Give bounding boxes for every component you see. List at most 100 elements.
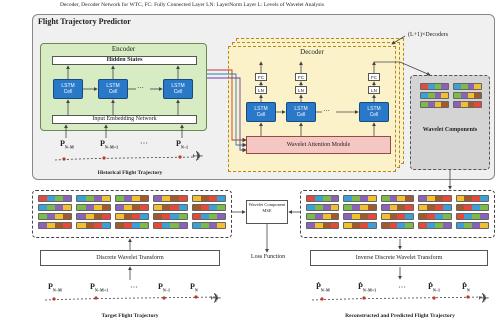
idwt-label: Inverse Discrete Wavelet Transform: [355, 255, 443, 261]
wavelet-component-strip: [420, 92, 449, 99]
wavelet-component-strip: [38, 213, 73, 220]
wavelet-component-strip: [191, 213, 226, 220]
encoder-title: Encoder: [111, 45, 136, 53]
wavelet-component-strip: [153, 204, 188, 211]
airplane-icon: ✈: [210, 291, 222, 307]
wavelet-component-strip: [306, 204, 340, 211]
decoder-title: Decoder: [300, 48, 324, 56]
wavelet-component-strip: [114, 204, 150, 211]
wavelet-component-strip: [418, 222, 452, 229]
wavelet-component-strip: [453, 83, 482, 90]
airplane-icon: ✈: [478, 291, 490, 307]
pred-point-1: P̂N−M: [316, 282, 330, 293]
pred-point-dots: ···: [398, 283, 406, 292]
wavelet-component-strip: [306, 213, 340, 220]
wavelet-component-strip: [455, 204, 489, 211]
decoder-ln-3: LN: [368, 86, 380, 94]
pred-wavelet-grid: [306, 194, 489, 230]
target-point-1: PN−M: [48, 282, 62, 293]
wavelet-component-strip: [76, 213, 111, 220]
wavelet-mse-label: Wavelet Component MSE: [248, 202, 286, 213]
wavelet-component-strip: [114, 195, 150, 202]
legend-text: Decoder, Decoder Network for WTC, FC: Fu…: [60, 2, 324, 8]
wavelet-component-strip: [380, 195, 415, 202]
encoder-input-3: PN−1: [176, 139, 189, 150]
historical-caption: Historical Flight Trajectory: [97, 170, 163, 176]
loss-function-label: Loss Function: [250, 254, 286, 260]
wavelet-component-strip: [420, 101, 449, 108]
decoder-fc-1: FC: [255, 73, 267, 81]
wavelet-component-strip: [418, 213, 452, 220]
wavelet-component-strip: [420, 83, 449, 90]
wavelet-component-strip: [153, 222, 188, 229]
hidden-states-label: Hidden States: [106, 57, 143, 63]
airplane-icon: ✈: [192, 149, 204, 165]
decoder-ln-1: LN: [255, 86, 267, 94]
target-caption: Target Flight Trajectory: [101, 313, 159, 319]
wavelet-component-strip: [455, 195, 489, 202]
target-wavelet-grid: [38, 194, 226, 230]
wavelet-component-strip: [191, 222, 226, 229]
input-embedding-label: Input Embedding Network: [92, 116, 157, 122]
decoder-count-label: (L+1)×Decoders: [408, 32, 449, 38]
wavelet-component-strip: [455, 213, 489, 220]
pred-caption: Reconstructed and Predicted Flight Traje…: [345, 313, 455, 319]
pred-point-4: P̂N: [462, 282, 470, 293]
decoder-ln-2: LN: [295, 86, 307, 94]
wavelet-components-grid: [420, 82, 482, 109]
dwt-label: Discrete Wavelet Transform: [96, 255, 164, 261]
wavelet-component-strip: [418, 195, 452, 202]
wavelet-component-strip: [306, 195, 340, 202]
wavelet-component-strip: [418, 204, 452, 211]
target-point-2: PN−M+1: [90, 282, 109, 293]
wavelet-component-strip: [343, 204, 377, 211]
wavelet-components-label: Wavelet Components: [422, 127, 478, 133]
predictor-title: Flight Trajectory Predictor: [38, 17, 131, 26]
decoder-fc-2: FC: [295, 73, 307, 81]
pred-point-3: P̂N−1: [428, 282, 441, 293]
wavelet-component-strip: [76, 195, 111, 202]
wavelet-component-strip: [343, 213, 377, 220]
encoder-input-dots: ···: [140, 139, 148, 148]
wavelet-component-strip: [343, 195, 377, 202]
wavelet-component-strip: [380, 204, 415, 211]
target-point-3: PN−1: [158, 282, 171, 293]
wavelet-component-strip: [343, 222, 377, 229]
idwt-box: [310, 250, 488, 266]
wavelet-component-strip: [76, 222, 111, 229]
encoder-input-2: PN−M+1: [100, 139, 119, 150]
decoder-fc-3: FC: [368, 73, 380, 81]
wavelet-component-strip: [76, 204, 111, 211]
wavelet-component-strip: [306, 222, 340, 229]
target-point-4: PN: [190, 282, 198, 293]
wavelet-component-strip: [38, 204, 73, 211]
wavelet-attention-label: Wavelet Attention Module: [286, 142, 351, 148]
wavelet-component-strip: [191, 195, 226, 202]
input-embedding-bar: [52, 115, 197, 124]
wavelet-component-strip: [38, 222, 73, 229]
encoder-lstm-dots: ···: [137, 84, 144, 92]
wavelet-component-strip: [114, 213, 150, 220]
wavelet-component-strip: [453, 101, 482, 108]
wavelet-component-strip: [153, 195, 188, 202]
wavelet-component-strip: [380, 222, 415, 229]
wavelet-component-strip: [153, 213, 188, 220]
encoder-input-1: PN−M: [60, 139, 74, 150]
wavelet-components-panel: [410, 75, 490, 170]
wavelet-component-strip: [114, 222, 150, 229]
wavelet-component-strip: [38, 195, 73, 202]
pred-point-2: P̂N−M+1: [358, 282, 377, 293]
target-point-dots: ···: [130, 283, 138, 292]
pred-wavelet-panel: [300, 190, 495, 238]
wavelet-component-strip: [455, 222, 489, 229]
decoder-lstm-dots: ···: [323, 107, 330, 115]
hidden-states-bar: [52, 56, 197, 65]
wavelet-component-strip: [191, 204, 226, 211]
dwt-box: [40, 250, 220, 266]
